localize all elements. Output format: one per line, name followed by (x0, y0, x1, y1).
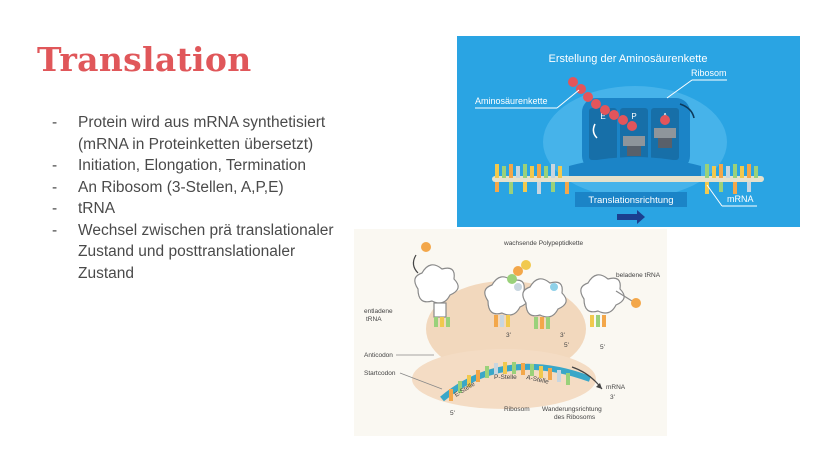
bullet-list: - Protein wird aus mRNA synthetisiert (mR… (52, 112, 352, 284)
movement-arrowhead-icon (596, 383, 602, 389)
three-prime-label-mid: 3' (560, 332, 565, 339)
five-prime-label-mid: 5' (564, 342, 569, 349)
site-e-label: E (600, 112, 605, 121)
movement-label-2: des Ribosoms (554, 414, 596, 421)
amino-acid-chain (568, 77, 637, 131)
startcodon-pointer (399, 372, 443, 390)
site-p-label: P (631, 112, 636, 121)
direction-arrow-icon (617, 210, 645, 224)
anticodon-label: Anticodon (364, 352, 393, 359)
unloaded-trna-label-1: entladene (364, 308, 393, 315)
ribosome-small-unit (412, 349, 596, 409)
trna-a-anticodon (658, 138, 672, 148)
p-site-label: P-Stelle (494, 374, 517, 381)
bullet-marker: - (52, 200, 58, 217)
mrna-label-bottom: mRNA (606, 384, 626, 391)
trna-loaded (580, 274, 641, 327)
direction-label: Translationsrichtung (588, 195, 673, 206)
bullet-item: - Protein wird aus mRNA synthetisiert (mR… (52, 112, 352, 155)
direction-box (575, 192, 687, 207)
figure-translation-detail: wachsende Polypeptidkette beladene tRNA … (354, 229, 667, 436)
translation-detail-illustration: wachsende Polypeptidkette beladene tRNA … (364, 240, 661, 421)
growing-chain-label: wachsende Polypeptidkette (503, 240, 584, 247)
mrna-curve (440, 363, 592, 402)
bullet-marker: - (52, 114, 58, 131)
bullet-item: - tRNA (52, 198, 352, 220)
site-e-window (589, 108, 617, 160)
bullet-item: - Wechsel zwischen prä translationaler Zu… (52, 220, 352, 285)
bullet-text: tRNA (78, 200, 116, 217)
entry-arrow (679, 103, 695, 119)
trna-unloaded (414, 264, 459, 327)
ribosom-label: Ribosom (691, 68, 727, 78)
release-arrow (412, 254, 419, 274)
bullet-text: Wechsel zwischen prä translationaler Zus… (78, 221, 334, 282)
exit-arrow (592, 123, 598, 139)
three-prime-label-left: 3' (506, 332, 511, 339)
amino-chain-pointer (556, 89, 580, 109)
trna-p-anticodon (627, 146, 641, 156)
figure-top-title: Erstellung der Aminosäurenkette (549, 53, 708, 65)
a-site-label: A-Stelle (526, 374, 550, 386)
bullet-item: - Initiation, Elongation, Termination (52, 155, 352, 177)
ribosom-label-bottom: Ribosom (504, 406, 530, 413)
ribosome-small-subunit (569, 157, 701, 182)
mrna-bases (449, 362, 570, 401)
mrna-nucleotides (495, 164, 758, 194)
ribosome-illustration: Erstellung der Aminosäurenkette E P A (475, 53, 764, 224)
slide-title: Translation (37, 40, 252, 79)
released-amino-acid (421, 242, 431, 252)
ribosom-pointer (666, 79, 693, 99)
incoming-amino-acid (660, 115, 670, 125)
mrna-pointer (706, 184, 723, 207)
unloaded-trna-label-2: tRNA (366, 316, 382, 323)
five-prime-label-right: 5' (600, 344, 605, 351)
movement-label-1: Wanderungsrichtung (542, 406, 602, 413)
bullet-marker: - (52, 157, 58, 174)
bullet-item: - An Ribosom (3-Stellen, A,P,E) (52, 177, 352, 199)
figure-translation-ribosome: Erstellung der Aminosäurenkette E P A (457, 36, 800, 227)
startcodon-label: Startcodon (364, 370, 396, 377)
bullet-marker: - (52, 221, 58, 239)
trna-p-body (623, 136, 645, 146)
trna-a-body (654, 128, 676, 138)
mrna-label-top: mRNA (727, 194, 754, 204)
loaded-trna-label: beladene tRNA (616, 272, 661, 279)
amino-chain-label: Aminosäurenkette (475, 96, 548, 106)
bullet-marker: - (52, 178, 58, 196)
five-prime-label-bottom: 5' (450, 410, 455, 417)
polypeptide-chain (507, 260, 558, 291)
bullet-text: Initiation, Elongation, Termination (78, 157, 307, 174)
bullet-text: Protein wird aus mRNA synthetisiert (mRN… (78, 114, 326, 153)
bullet-text: An Ribosom (3-Stellen, A,P,E) (78, 178, 284, 196)
three-prime-label-bottom: 3' (610, 394, 615, 401)
